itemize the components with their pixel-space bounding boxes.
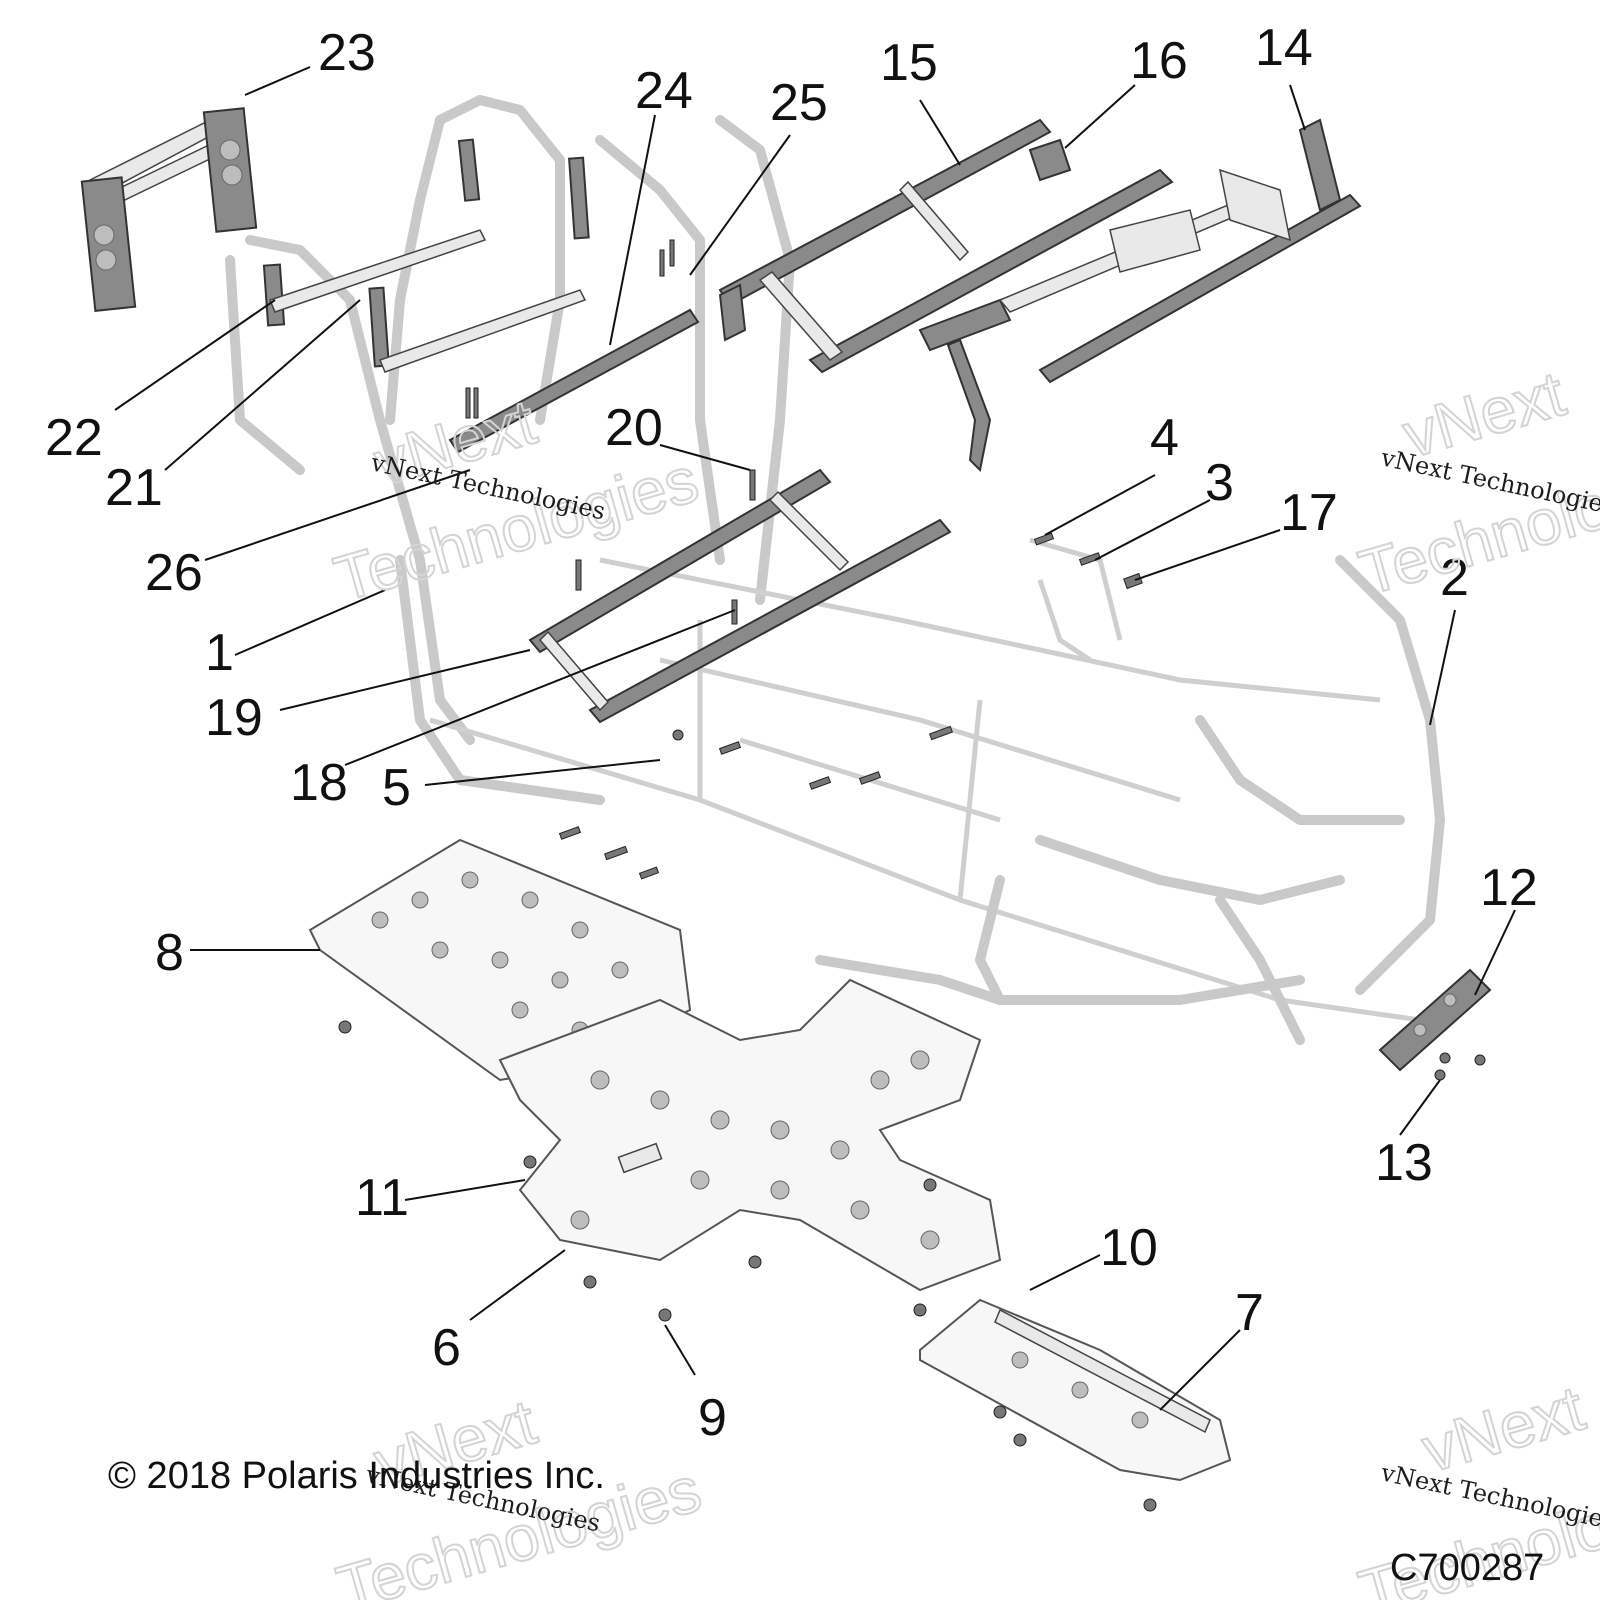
callout-23: 23 bbox=[318, 24, 376, 82]
part-15-rear-rails bbox=[718, 118, 1174, 374]
part-23-bracket-panel bbox=[80, 107, 258, 312]
copyright-notice: © 2018 Polaris Industries Inc. bbox=[108, 1455, 605, 1497]
callout-22: 22 bbox=[45, 409, 103, 467]
callout-8: 8 bbox=[155, 924, 184, 982]
figure-code: C700287 bbox=[1390, 1547, 1544, 1589]
callout-24: 24 bbox=[635, 62, 693, 120]
callout-6: 6 bbox=[432, 1319, 461, 1377]
callout-11: 11 bbox=[355, 1169, 409, 1227]
part-7-long-skid-plate bbox=[913, 1298, 1232, 1512]
callout-19: 19 bbox=[205, 689, 263, 747]
callout-14: 14 bbox=[1255, 19, 1313, 77]
part-6-center-skid-plate bbox=[498, 978, 1002, 1292]
callout-1: 1 bbox=[205, 624, 234, 682]
part-14-front-crossmember bbox=[918, 118, 1362, 473]
callout-25: 25 bbox=[770, 74, 828, 132]
part-24-rail bbox=[448, 239, 700, 454]
skid-plate-fasteners bbox=[523, 1155, 1027, 1447]
part-12-front-bracket bbox=[1378, 968, 1492, 1081]
callout-16: 16 bbox=[1130, 32, 1188, 90]
callout-3: 3 bbox=[1205, 454, 1234, 512]
callout-12: 12 bbox=[1480, 859, 1538, 917]
callout-20: 20 bbox=[605, 399, 663, 457]
callout-15: 15 bbox=[880, 34, 938, 92]
callout-21: 21 bbox=[105, 459, 163, 517]
callout-labels: 1 2 3 4 5 6 7 8 9 10 11 12 13 14 15 16 1… bbox=[45, 19, 1538, 1447]
callout-13: 13 bbox=[1375, 1134, 1433, 1192]
callout-4: 4 bbox=[1150, 409, 1179, 467]
watermark-large-7: vNext bbox=[1415, 1372, 1592, 1486]
callout-9: 9 bbox=[698, 1389, 727, 1447]
small-fasteners bbox=[558, 532, 1143, 880]
part-19-20-mid-rails bbox=[528, 468, 952, 724]
callout-5: 5 bbox=[382, 759, 411, 817]
callout-10: 10 bbox=[1100, 1219, 1158, 1277]
callout-2: 2 bbox=[1440, 549, 1469, 607]
callout-18: 18 bbox=[290, 754, 348, 812]
callout-26: 26 bbox=[145, 544, 203, 602]
callout-7: 7 bbox=[1235, 1284, 1264, 1342]
callout-17: 17 bbox=[1280, 484, 1338, 542]
leader-lines bbox=[114, 66, 1516, 1411]
part-16-mount-bracket bbox=[1028, 138, 1072, 182]
part-21-22-seat-brackets bbox=[262, 138, 590, 373]
